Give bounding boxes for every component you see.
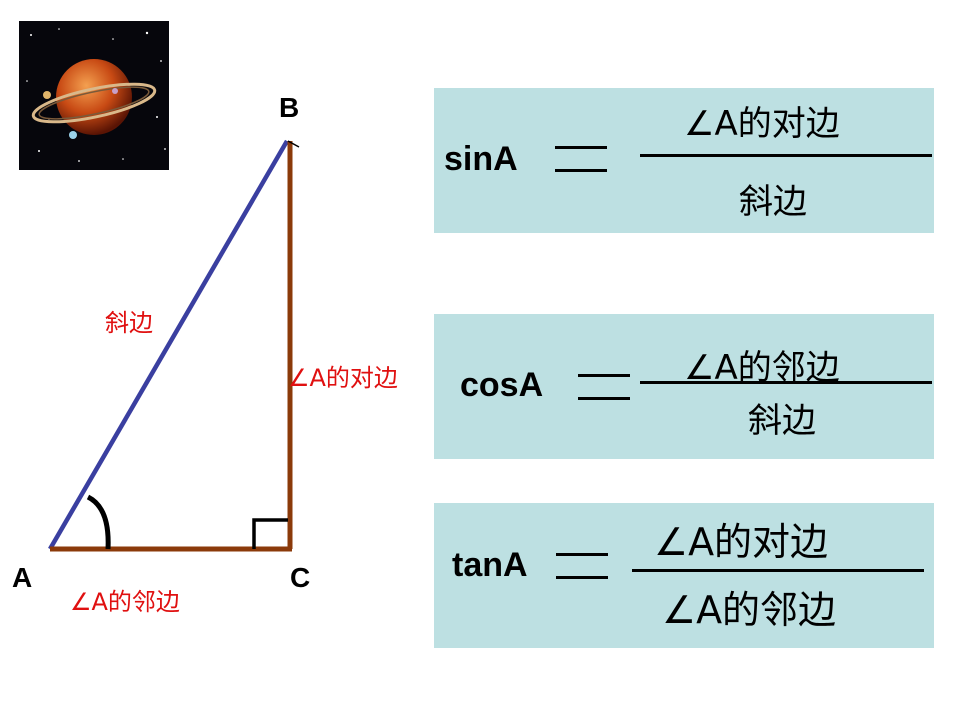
tan-function-name: tanA [452, 546, 528, 584]
sin-denominator: 斜边 [739, 182, 807, 222]
tan-denominator: ∠A的邻边 [662, 588, 837, 632]
equals-sign [556, 553, 608, 579]
sin-function-name: sinA [444, 140, 518, 178]
tan-formula-box: tanA ∠A的对边 ∠A的邻边 [434, 503, 934, 648]
vertex-label-a: A [12, 562, 33, 593]
saturn-planet-image [19, 21, 169, 170]
cos-denominator: 斜边 [748, 401, 816, 441]
right-angle-mark [252, 518, 288, 549]
fraction-bar [640, 154, 932, 157]
tan-numerator: ∠A的对边 [654, 520, 829, 564]
fraction-bar [640, 381, 932, 384]
equals-sign [578, 374, 630, 400]
opposite-side-label: ∠A的对边 [288, 364, 398, 392]
vertex-label-b: B [279, 92, 300, 123]
adjacent-side-label: ∠A的邻边 [70, 588, 180, 616]
vertex-b-tick [287, 140, 300, 148]
cos-function-name: cosA [460, 366, 544, 404]
equals-sign [555, 146, 607, 172]
vertex-label-c: C [290, 562, 311, 593]
angle-a-arc [86, 494, 111, 550]
sin-formula-box: sinA ∠A的对边 斜边 [434, 88, 934, 233]
cos-formula-box: cosA ∠A的邻边 斜边 [434, 314, 934, 459]
sin-numerator: ∠A的对边 [684, 104, 840, 144]
hypotenuse-label: 斜边 [105, 309, 153, 337]
fraction-bar [632, 569, 924, 572]
hypotenuse-ab [48, 139, 289, 551]
